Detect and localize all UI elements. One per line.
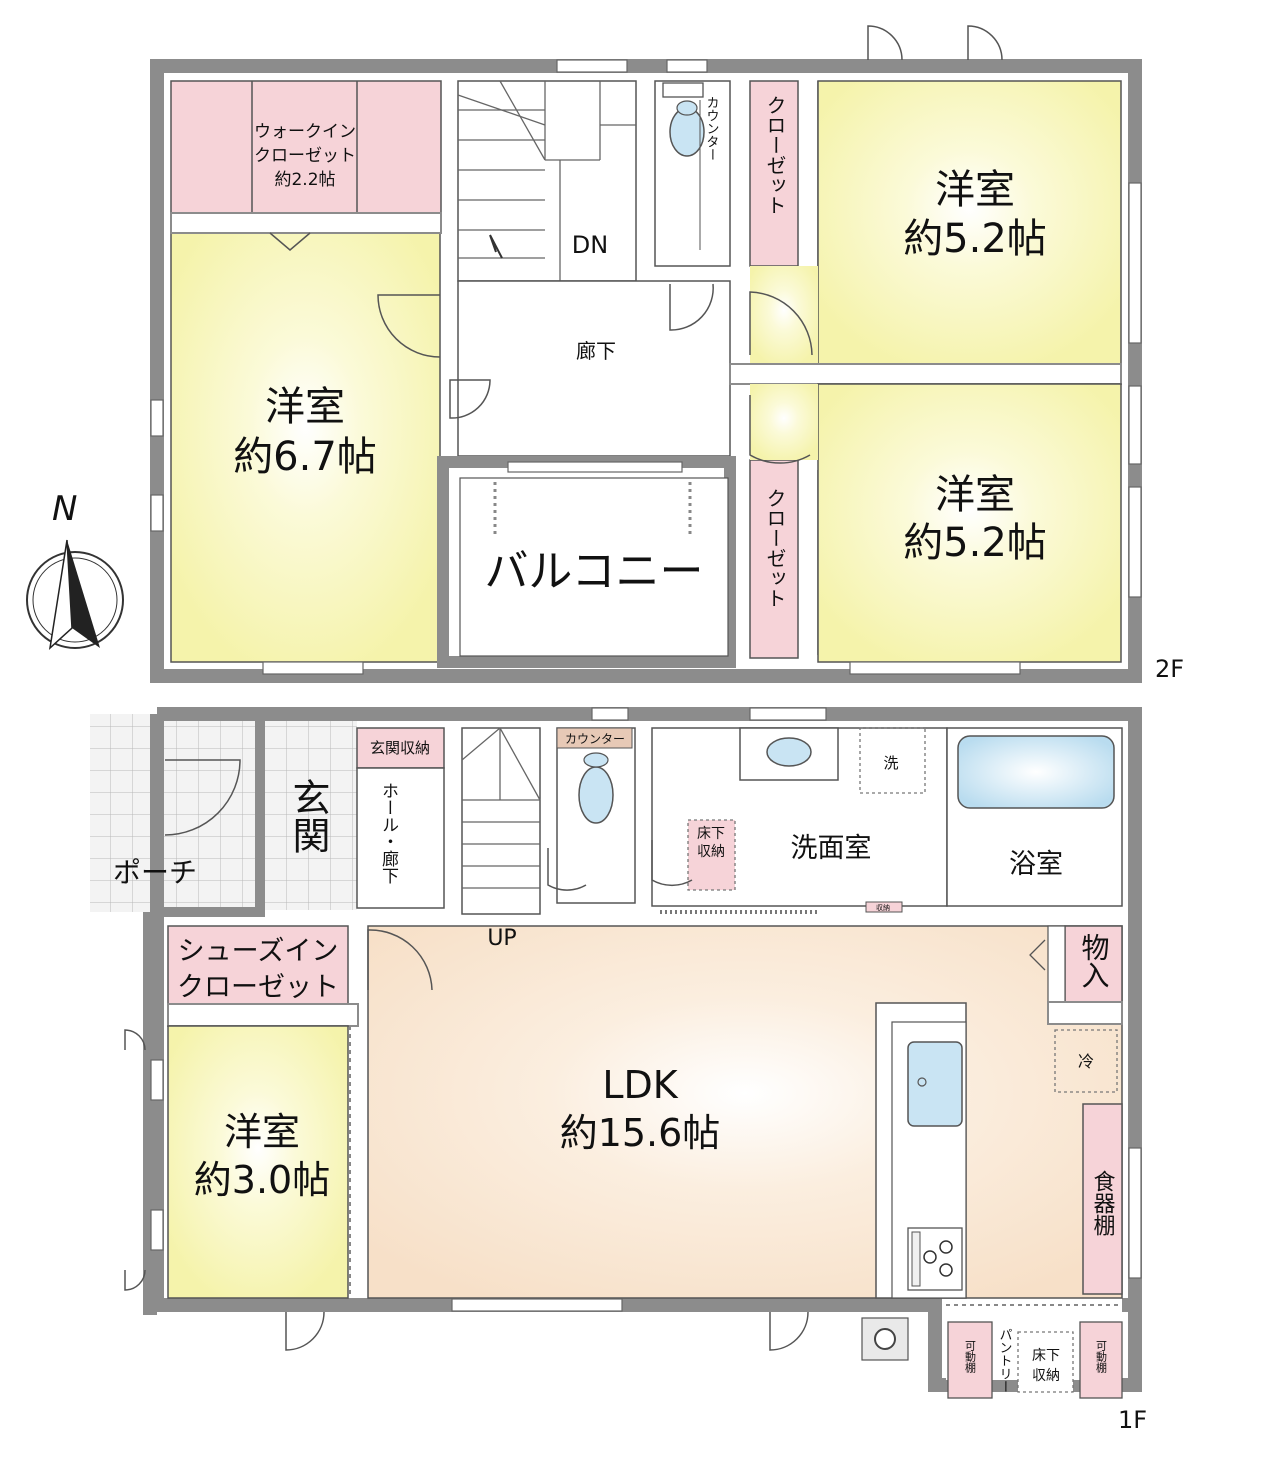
underfloor-storage-pantry: [1017, 1331, 1074, 1393]
stair-label-dn: DN: [572, 231, 608, 259]
room-name-west: 洋室: [265, 384, 345, 430]
sink-icon: [907, 1041, 963, 1127]
porch-label: ポーチ: [113, 856, 197, 889]
counter-label-1f: カウンター: [565, 732, 625, 746]
adjustable-shelf-right: [1079, 1321, 1123, 1399]
north-compass-icon: N: [26, 489, 124, 650]
floor-label-2f: 2F: [1155, 655, 1184, 683]
pantry-label: パントリー: [997, 1328, 1013, 1393]
entrance-label: 玄関: [286, 778, 330, 854]
ldk-name-label: LDK: [602, 1063, 678, 1107]
room-name-ne: 洋室: [935, 167, 1015, 213]
balcony-label: バルコニー: [484, 546, 703, 597]
underfloor-storage-wash-label-1: 床下: [697, 826, 725, 842]
porch-area: [90, 714, 260, 912]
washroom-label: 洗面室: [791, 833, 872, 864]
hallway-label: 廊下: [576, 339, 616, 363]
western-room-ne-area: [817, 80, 1122, 365]
adjustable-shelf-left-label: 可動棚: [964, 1340, 977, 1374]
closet-label-upper: クローゼット: [763, 95, 787, 215]
closet-lower-2f: [749, 459, 799, 659]
cupboard-label: 食器棚: [1090, 1170, 1116, 1236]
hall-corridor-label: ホール・廊下: [378, 782, 399, 884]
entrance-storage: [356, 727, 445, 769]
stair-1f: [461, 727, 541, 915]
western-room-west-area: [170, 232, 441, 663]
washer-label: 洗: [883, 754, 898, 772]
hall-corridor-area: [356, 767, 445, 909]
ldk-area: [367, 925, 1123, 1299]
underfloor-storage-pantry-label-2: 収納: [1032, 1368, 1060, 1384]
room-name-1f: 洋室: [224, 1110, 300, 1154]
floor-1f: 玄関収納 ホール・廊下 玄関 ポーチ シューズイン クローゼット カウンター 洗…: [90, 707, 1147, 1434]
shoes-in-closet: [167, 925, 349, 1005]
stair-2f: [457, 80, 637, 282]
fridge-label: 冷: [1078, 1052, 1094, 1071]
hallway-2f: [457, 280, 731, 457]
floor-2f: ウォークイン クローゼット 約2.2帖 洋室 約6.7帖 洋室 約5.2帖 洋室…: [150, 25, 1184, 683]
floor-label-1f: 1F: [1118, 1406, 1147, 1434]
entrance-area: [265, 720, 357, 910]
walkin-closet-area: [170, 80, 442, 214]
western-room-1f-area: [167, 1025, 349, 1299]
closet-label-lower: クローゼット: [763, 488, 787, 608]
room-size-1f: 約3.0帖: [194, 1158, 330, 1202]
counter-label-2f: カウンター: [704, 96, 719, 161]
underfloor-storage-wash-label-2: 収納: [697, 844, 725, 860]
western-room-se-area: [817, 383, 1122, 663]
shoes-in-closet-label-2: クローゼット: [177, 972, 339, 1003]
washer-space: [859, 727, 926, 794]
walkin-closet-label-1: ウォークイン: [254, 122, 356, 142]
small-storage-label: 収納: [876, 903, 890, 912]
walkin-closet-label-2: クローゼット: [254, 146, 356, 166]
adjustable-shelf-right-label: 可動棚: [1095, 1340, 1108, 1374]
room-size-se: 約5.2帖: [903, 520, 1047, 566]
walkin-closet-label-3: 約2.2帖: [274, 170, 335, 190]
closet-upper-2f: [749, 80, 799, 267]
underfloor-storage-pantry-label-1: 床下: [1032, 1348, 1060, 1364]
storage-label: 物入: [1078, 933, 1111, 989]
north-label: N: [52, 489, 77, 529]
ldk-size-label: 約15.6帖: [560, 1111, 721, 1155]
entrance-storage-label: 玄関収納: [370, 739, 430, 757]
shoes-in-closet-label-1: シューズイン: [178, 936, 339, 967]
fridge-space: [1054, 1029, 1118, 1093]
bathroom-label: 浴室: [1009, 849, 1063, 880]
room-size-ne: 約5.2帖: [903, 216, 1047, 262]
stair-label-up: UP: [487, 926, 516, 951]
room-name-se: 洋室: [935, 472, 1015, 518]
room-size-west: 約6.7帖: [233, 434, 377, 480]
adjustable-shelf-left: [947, 1321, 993, 1399]
cupboard: [1082, 1103, 1123, 1295]
